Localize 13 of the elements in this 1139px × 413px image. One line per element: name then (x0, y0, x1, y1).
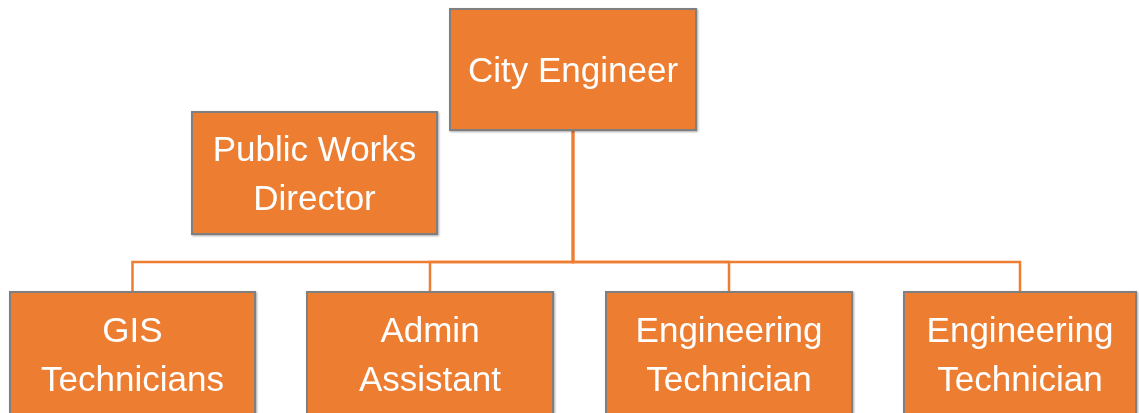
role-title: City Engineer (467, 49, 679, 91)
connector-line (571, 131, 1022, 291)
org-box (903, 291, 1137, 413)
role-title: Engineering Technician (634, 308, 824, 400)
org-box (9, 291, 256, 413)
org-box (449, 8, 697, 131)
org-box (306, 291, 554, 413)
org-box (191, 111, 438, 235)
role-title: GIS Technicians (40, 308, 225, 400)
org-box (605, 291, 853, 413)
role-title: Public Works Director (211, 128, 418, 219)
role-title: Engineering Technician (925, 308, 1115, 400)
role-title: Admin Assistant (358, 308, 502, 400)
